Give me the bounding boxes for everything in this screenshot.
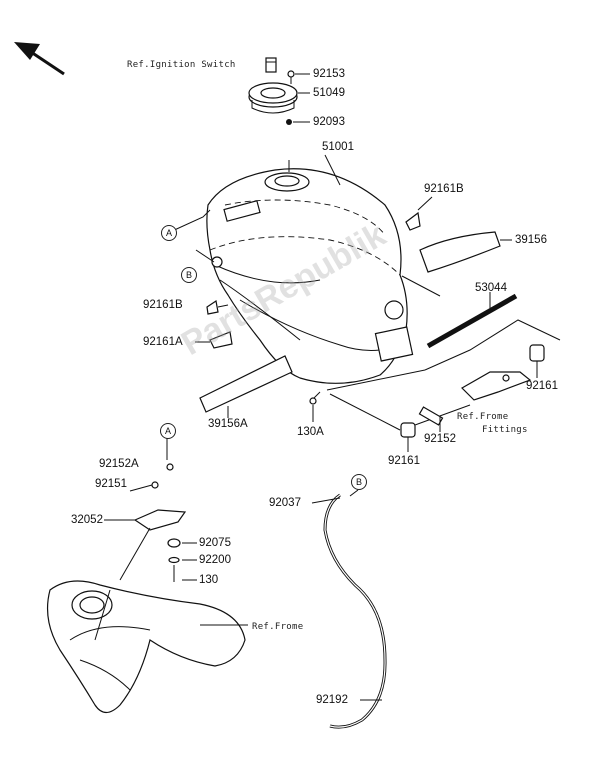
part-label-39156A: 39156A	[208, 418, 248, 430]
strip-53044	[426, 292, 518, 349]
marker-b: B	[181, 267, 197, 283]
part-label-51049: 51049	[313, 87, 345, 99]
pad-92161A	[195, 331, 233, 349]
part-label-130A: 130A	[297, 426, 324, 438]
part-label-92153: 92153	[313, 68, 345, 80]
part-label-53044: 53044	[475, 282, 507, 294]
ref-frame-fittings-label-line2: Fittings	[482, 425, 528, 435]
fuel-tank-51001	[169, 154, 441, 384]
part-label-32052: 32052	[71, 514, 103, 526]
part-label-130: 130	[199, 574, 219, 586]
ref-frame-label: Ref.Frome	[252, 622, 304, 632]
marker-a: A	[161, 225, 177, 241]
part-label-51001: 51001	[322, 141, 354, 153]
part-label-92161-bottom: 92161	[388, 455, 420, 467]
part-label-92161A: 92161A	[143, 336, 183, 348]
marker-a-lower: A	[160, 423, 176, 439]
part-label-92161-right: 92161	[526, 380, 558, 392]
part-label-92152A: 92152A	[99, 458, 139, 470]
pad-92161B-left	[206, 299, 229, 315]
pad-39156A	[199, 355, 293, 418]
part-label-92161B-right: 92161B	[424, 183, 464, 195]
gasket-92093	[286, 119, 310, 125]
ref-frame-fittings-label-line1: Ref.Frome	[457, 412, 509, 422]
part-label-92075: 92075	[199, 537, 231, 549]
ref-ignition-switch-label: Ref.Ignition Switch	[127, 60, 236, 70]
part-label-92093: 92093	[313, 116, 345, 128]
bracket-assembly-32052	[104, 437, 197, 582]
part-label-92151: 92151	[95, 478, 127, 490]
frame	[46, 580, 248, 714]
part-label-92161B-left: 92161B	[143, 299, 183, 311]
part-label-92152: 92152	[424, 433, 456, 445]
marker-b-lower: B	[351, 474, 367, 490]
part-label-92192: 92192	[316, 694, 348, 706]
bolt-130A	[309, 391, 321, 422]
pad-39156	[419, 231, 512, 273]
hose-92192	[311, 489, 387, 729]
fittings-region	[326, 319, 561, 452]
part-label-92037: 92037	[269, 497, 301, 509]
screw-92153	[287, 70, 310, 84]
pad-92161B-right	[405, 196, 433, 231]
fuel-cap-51049	[248, 82, 310, 114]
ignition-switch-bolt	[265, 57, 277, 73]
part-label-92200: 92200	[199, 554, 231, 566]
part-label-39156: 39156	[515, 234, 547, 246]
arrow-up-left-icon	[14, 42, 65, 76]
